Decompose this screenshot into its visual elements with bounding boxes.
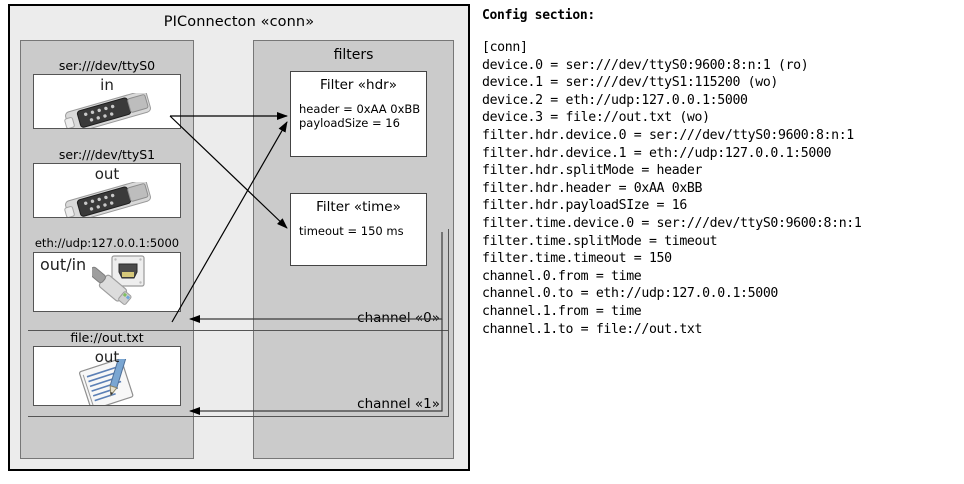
config-line: channel.1.to = file://out.txt xyxy=(482,321,703,337)
filters-panel: filters Filter «hdr» header = 0xAA 0xBB … xyxy=(28,40,454,459)
config-line: filter.time.timeout = 150 xyxy=(482,251,672,267)
diagram-title: PIConnecton «conn» xyxy=(163,14,315,30)
config-line: device.1 = ser:///dev/ttyS1:115200 (wo) xyxy=(482,75,778,91)
device-card-file[interactable]: out xyxy=(33,346,181,406)
config-line: filter.hdr.header = 0xAA 0xBB xyxy=(482,180,703,196)
config-line: device.3 = file://out.txt (wo) xyxy=(482,110,710,126)
filter-prop: header = 0xAA 0xBB xyxy=(299,102,421,116)
device-label-file: file://out.txt xyxy=(70,330,144,345)
config-line: device.2 = eth://udp:127.0.0.1:5000 xyxy=(482,92,748,108)
device-label-ttys1: ser:///dev/ttyS1 xyxy=(58,147,156,162)
config-line: filter.hdr.device.0 = ser:///dev/ttyS0:9… xyxy=(482,127,854,143)
config-line: filter.time.device.0 = ser:///dev/ttyS0:… xyxy=(482,215,862,231)
filter-title-hdr: Filter «hdr» xyxy=(320,77,397,93)
device-card-ttys1[interactable]: out xyxy=(33,163,181,218)
config-line: channel.1.from = time xyxy=(482,303,642,319)
filter-prop: payloadSize = 16 xyxy=(299,116,400,130)
config-lines: [conn] device.0 = ser:///dev/ttyS0:9600:8… xyxy=(482,39,960,338)
filters-panel-title: filters xyxy=(333,47,374,63)
device-direction-ttys1: out xyxy=(94,165,120,183)
config-line: filter.hdr.payloadSIze = 16 xyxy=(482,198,687,214)
ethernet-jack-icon xyxy=(88,255,176,311)
config-line: device.0 = ser:///dev/ttyS0:9600:8:n:1 (… xyxy=(482,57,809,73)
filter-box-hdr[interactable]: Filter «hdr» header = 0xAA 0xBB payloadS… xyxy=(290,71,427,157)
device-card-ttys0[interactable]: in xyxy=(33,74,181,129)
serial-port-icon xyxy=(60,179,156,217)
config-line: channel.0.from = time xyxy=(482,268,642,284)
config-line: [conn] xyxy=(482,40,528,55)
device-label-eth: eth://udp:127.0.0.1:5000 xyxy=(34,236,180,250)
device-block-eth[interactable]: eth://udp:127.0.0.1:5000 out/in xyxy=(25,235,189,312)
config-line: filter.hdr.device.1 = eth://udp:127.0.0.… xyxy=(482,145,832,161)
text-document-icon xyxy=(72,352,148,405)
connector-diagram: PIConnecton «conn» ser:///dev/ttyS0 in xyxy=(8,4,470,471)
device-label-ttys0: ser:///dev/ttyS0 xyxy=(58,58,156,73)
filter-title-time: Filter «time» xyxy=(316,199,401,215)
device-block-ttys1[interactable]: ser:///dev/ttyS1 out xyxy=(33,146,181,218)
config-line: filter.time.splitMode = timeout xyxy=(482,233,718,249)
config-line: filter.hdr.splitMode = header xyxy=(482,163,703,179)
device-card-eth[interactable]: out/in xyxy=(33,252,181,312)
config-line: channel.0.to = eth://udp:127.0.0.1:5000 xyxy=(482,286,778,302)
channel-label-1: channel «1» xyxy=(357,396,440,412)
serial-port-icon xyxy=(60,90,156,128)
device-block-file[interactable]: file://out.txt out xyxy=(33,329,181,406)
config-heading: Config section: xyxy=(482,8,595,23)
channel-label-0: channel «0» xyxy=(357,310,440,326)
device-direction-ttys0: in xyxy=(100,76,114,94)
config-pane: Config section: [conn] device.0 = ser:///… xyxy=(482,8,960,338)
devices-panel: ser:///dev/ttyS0 in xyxy=(20,40,194,459)
device-block-ttys0[interactable]: ser:///dev/ttyS0 in xyxy=(33,57,181,129)
filter-props-hdr: header = 0xAA 0xBB payloadSize = 16 xyxy=(291,102,426,130)
